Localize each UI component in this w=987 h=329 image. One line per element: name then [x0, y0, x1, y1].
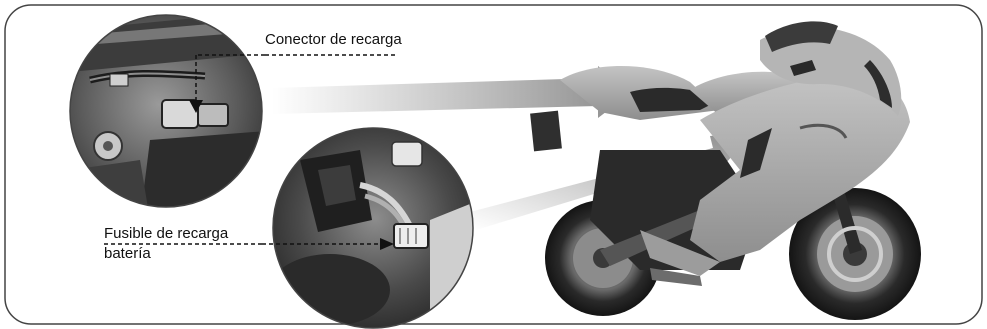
charging-fuse-label-line1: Fusible de recarga [104, 225, 229, 242]
pointer-arrow-connector [272, 66, 632, 118]
charging-fuse-label-line2: batería [104, 245, 151, 262]
charging-fuse-label: Fusible de recarga batería [104, 224, 228, 264]
motorcycle-illustration [530, 21, 921, 320]
charging-connector-label: Conector de recarga [265, 31, 402, 48]
leader-line-fuse [104, 238, 394, 250]
figure-frame [4, 4, 983, 325]
leader-line-connector [189, 54, 398, 113]
charging-fuse-photo [272, 127, 474, 329]
charging-connector-photo [69, 14, 263, 208]
